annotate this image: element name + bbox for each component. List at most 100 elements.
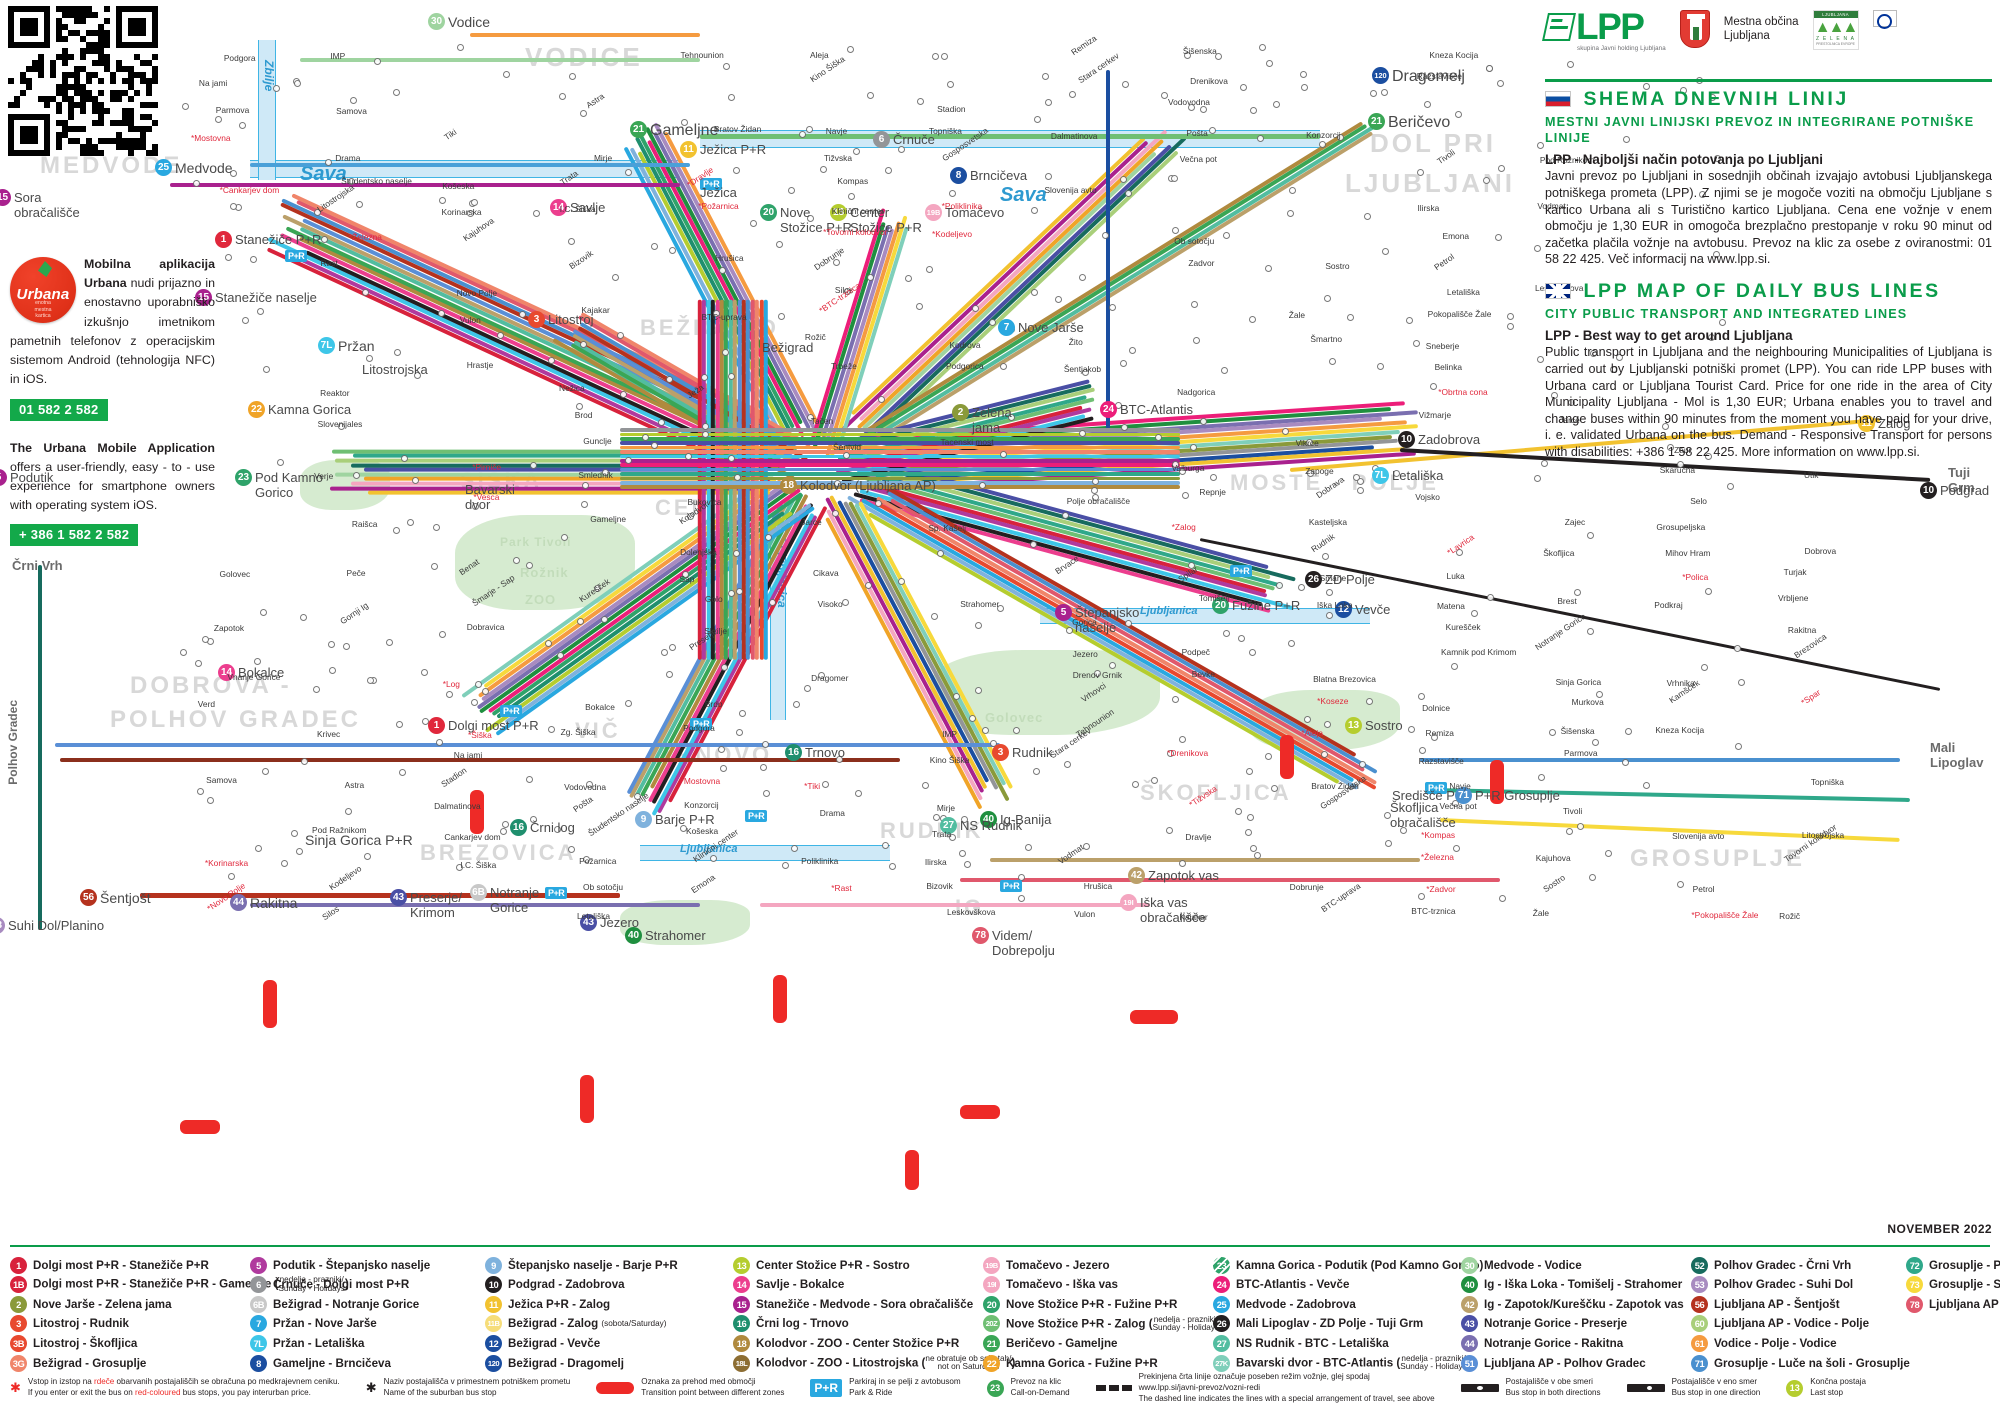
bus-stop-marker[interactable] <box>601 616 609 624</box>
bus-stop-marker[interactable] <box>1713 250 1721 258</box>
bus-stop-marker[interactable] <box>394 348 402 356</box>
bus-stop-marker[interactable] <box>763 790 771 798</box>
bus-stop-marker[interactable] <box>1128 346 1136 354</box>
bus-stop-marker[interactable] <box>718 267 726 275</box>
bus-stop-marker[interactable] <box>249 255 257 263</box>
bus-stop-marker[interactable] <box>577 618 585 626</box>
bus-stop-marker[interactable] <box>854 789 862 797</box>
bus-stop-marker[interactable] <box>1298 583 1306 591</box>
bus-stop-marker[interactable] <box>1537 773 1545 781</box>
bus-stop-marker[interactable] <box>238 121 246 129</box>
line-number-badge[interactable]: 42 <box>1128 867 1145 884</box>
bus-stop-marker[interactable] <box>1536 356 1544 364</box>
bus-stop-marker[interactable] <box>407 518 415 526</box>
bus-stop-marker[interactable] <box>1171 174 1179 182</box>
bus-stop-marker[interactable] <box>1094 670 1102 678</box>
bus-stop-marker[interactable] <box>1068 91 1076 99</box>
urbana-phone-en[interactable]: + 386 1 582 2 582 <box>10 524 139 547</box>
bus-stop-marker[interactable] <box>1024 844 1032 851</box>
bus-stop-marker[interactable] <box>1299 70 1307 78</box>
line-number-badge[interactable]: 19I <box>1120 894 1137 911</box>
bus-stop-marker[interactable] <box>400 454 408 462</box>
line-number-badge[interactable]: 78 <box>972 927 989 944</box>
bus-stop-marker[interactable] <box>1642 83 1650 91</box>
bus-stop-marker[interactable] <box>554 826 562 834</box>
bus-stop-marker[interactable] <box>1676 460 1684 468</box>
bus-stop-marker[interactable] <box>1548 729 1556 737</box>
bus-stop-marker[interactable] <box>529 461 537 469</box>
bus-stop-marker[interactable] <box>438 196 446 204</box>
park-and-ride-marker[interactable]: P+R <box>690 718 713 730</box>
bus-stop-marker[interactable] <box>949 190 957 198</box>
qr-code[interactable] <box>8 6 159 157</box>
bus-stop-marker[interactable] <box>881 841 889 849</box>
bus-stop-marker[interactable] <box>1622 759 1630 767</box>
bus-stop-marker[interactable] <box>255 845 263 853</box>
bus-stop-marker[interactable] <box>1000 363 1008 371</box>
bus-stop-marker[interactable] <box>1567 399 1575 407</box>
park-and-ride-marker[interactable]: P+R <box>1425 782 1448 794</box>
line-number-badge[interactable]: 7L <box>1372 467 1389 484</box>
bus-stop-marker[interactable] <box>1238 634 1246 642</box>
urbana-phone-si[interactable]: 01 582 2 582 <box>10 398 108 421</box>
bus-stop-marker[interactable] <box>727 94 735 102</box>
bus-stop-marker[interactable] <box>833 479 841 487</box>
bus-stop-marker[interactable] <box>877 396 885 404</box>
bus-stop-marker[interactable] <box>974 621 982 629</box>
bus-stop-marker[interactable] <box>1183 52 1191 60</box>
line-number-badge[interactable]: 14 <box>550 199 567 216</box>
bus-stop-marker[interactable] <box>225 253 233 261</box>
bus-stop-marker[interactable] <box>787 186 795 194</box>
line-number-badge[interactable]: 53 <box>0 917 5 934</box>
bus-stop-marker[interactable] <box>230 170 238 178</box>
bus-stop-marker[interactable] <box>634 792 642 800</box>
bus-stop-marker[interactable] <box>399 768 407 776</box>
bus-stop-marker[interactable] <box>1101 232 1109 240</box>
bus-stop-marker[interactable] <box>1222 629 1230 637</box>
bus-stop-marker[interactable] <box>1199 418 1207 426</box>
park-and-ride-marker[interactable]: P+R <box>1000 880 1023 892</box>
bus-stop-marker[interactable] <box>721 348 729 356</box>
bus-stop-marker[interactable] <box>355 200 363 208</box>
bus-stop-marker[interactable] <box>700 374 708 382</box>
bus-stop-marker[interactable] <box>660 649 668 657</box>
bus-stop-marker[interactable] <box>1131 781 1139 789</box>
bus-stop-marker[interactable] <box>580 109 588 117</box>
bus-stop-marker[interactable] <box>1249 844 1257 852</box>
bus-stop-marker[interactable] <box>781 861 789 869</box>
bus-stop-marker[interactable] <box>1326 612 1334 620</box>
bus-stop-marker[interactable] <box>867 91 875 99</box>
bus-stop-marker[interactable] <box>1029 541 1037 548</box>
route-line[interactable] <box>620 450 1180 454</box>
bus-stop-marker[interactable] <box>1223 232 1231 240</box>
bus-stop-marker[interactable] <box>989 318 997 326</box>
bus-stop-marker[interactable] <box>1363 212 1371 220</box>
bus-stop-marker[interactable] <box>206 797 214 805</box>
bus-stop-marker[interactable] <box>1045 173 1053 181</box>
bus-stop-marker[interactable] <box>735 729 743 737</box>
bus-stop-marker[interactable] <box>1699 190 1707 198</box>
line-number-badge[interactable]: 71 <box>1455 787 1472 804</box>
bus-stop-marker[interactable] <box>806 214 814 222</box>
bus-stop-marker[interactable] <box>1320 750 1328 758</box>
line-number-badge[interactable]: 30 <box>428 13 445 30</box>
line-number-badge[interactable]: 44 <box>230 894 247 911</box>
bus-stop-marker[interactable] <box>735 588 743 596</box>
bus-stop-marker[interactable] <box>1306 470 1314 477</box>
bus-stop-marker[interactable] <box>847 192 855 200</box>
bus-stop-marker[interactable] <box>1417 893 1425 901</box>
bus-stop-marker[interactable] <box>936 550 944 558</box>
bus-stop-marker[interactable] <box>1708 94 1716 102</box>
bus-stop-marker[interactable] <box>1178 467 1186 475</box>
bus-stop-marker[interactable] <box>1323 720 1331 728</box>
